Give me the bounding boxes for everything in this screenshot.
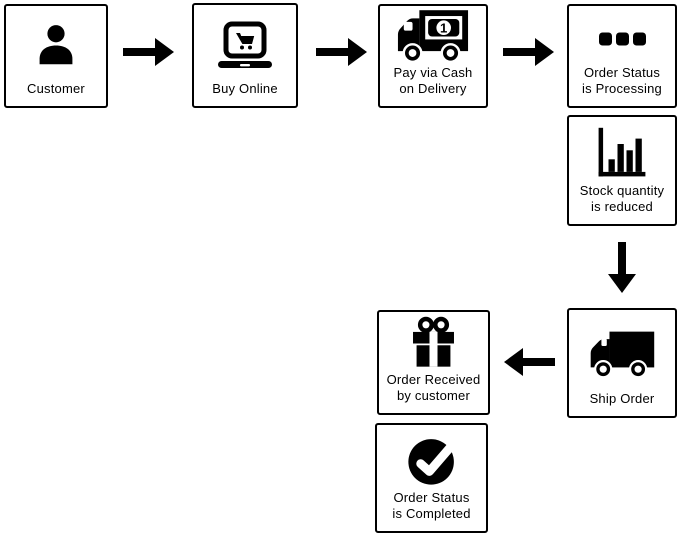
node-order-status-processing: Order Status is Processing bbox=[567, 4, 677, 108]
node-label: Pay via Cash on Delivery bbox=[393, 65, 473, 96]
ellipsis-icon bbox=[571, 12, 673, 65]
node-buy-online: Buy Online bbox=[192, 3, 298, 108]
arrow-ship-to-received bbox=[504, 348, 555, 376]
node-customer: Customer bbox=[4, 4, 108, 108]
node-pay-cash-on-delivery: 1 Pay via Cash on Delivery bbox=[378, 4, 488, 108]
node-stock-quantity-reduced: Stock quantity is reduced bbox=[567, 115, 677, 226]
node-label: Ship Order bbox=[589, 391, 655, 406]
arrow-pay-cod-to-processing bbox=[503, 38, 554, 66]
node-label: Order Status is Processing bbox=[582, 65, 662, 96]
arrow-customer-to-buy-online bbox=[123, 38, 174, 66]
arrow-buy-online-to-pay-cod bbox=[316, 38, 367, 66]
person-icon bbox=[8, 12, 104, 81]
cash-delivery-truck-icon: 1 bbox=[382, 8, 484, 65]
node-order-status-completed: Order Status is Completed bbox=[375, 423, 488, 533]
gift-icon bbox=[381, 315, 486, 372]
node-label: Stock quantity is reduced bbox=[579, 183, 665, 214]
node-label: Customer bbox=[27, 81, 85, 96]
node-ship-order: Ship Order bbox=[567, 308, 677, 418]
bar-chart-icon bbox=[571, 123, 673, 183]
node-label: Order Received by customer bbox=[386, 372, 481, 403]
banknote-value: 1 bbox=[440, 20, 447, 35]
node-label: Buy Online bbox=[212, 81, 278, 96]
node-label: Order Status is Completed bbox=[392, 490, 471, 521]
node-order-received: Order Received by customer bbox=[377, 310, 490, 415]
arrow-stock-to-ship bbox=[608, 242, 636, 293]
truck-icon bbox=[571, 316, 673, 391]
check-circle-icon bbox=[379, 431, 484, 490]
laptop-cart-icon bbox=[196, 11, 294, 81]
